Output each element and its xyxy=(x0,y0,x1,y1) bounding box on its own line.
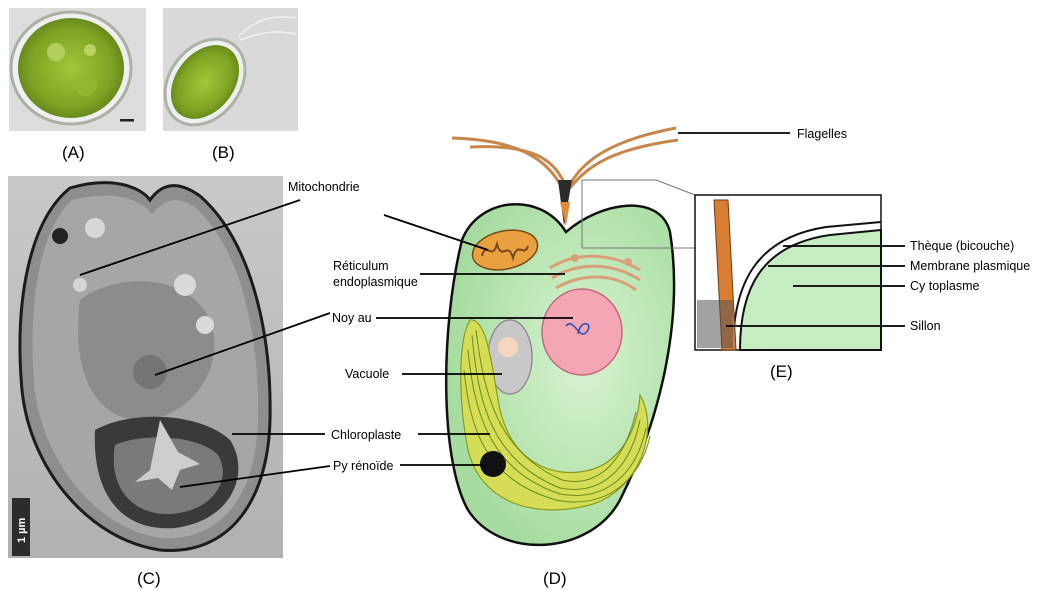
label-reticulum-1: Réticulum xyxy=(333,259,389,273)
nucleus xyxy=(542,289,622,375)
label-vacuole: Vacuole xyxy=(345,367,389,381)
label-chloroplaste: Chloroplaste xyxy=(331,428,401,442)
panel-label-e: (E) xyxy=(770,362,793,381)
micrograph-c: 1 µm xyxy=(8,176,283,558)
vesicle xyxy=(73,278,87,292)
label-pyrenoide: Py rénoïde xyxy=(333,459,394,473)
cell-diagram-d xyxy=(446,128,695,545)
flagellum xyxy=(470,147,566,188)
er-vesicle xyxy=(624,258,632,266)
vacuole-inclusion xyxy=(498,337,518,357)
photo-a-scale-bar xyxy=(120,119,134,122)
vesicle xyxy=(196,316,214,334)
granule xyxy=(84,44,96,56)
photo-b xyxy=(148,8,298,141)
dark-granule xyxy=(52,228,68,244)
label-sillon: Sillon xyxy=(910,319,941,333)
panel-label-a: (A) xyxy=(62,143,85,162)
vesicle xyxy=(174,274,196,296)
vesicle xyxy=(85,218,105,238)
label-membrane: Membrane plasmique xyxy=(910,259,1030,273)
zoom-sillon-material xyxy=(697,300,733,348)
flagellum xyxy=(452,138,562,188)
photo-a xyxy=(9,8,146,131)
basal-body-core xyxy=(560,202,570,226)
zoom-connector xyxy=(656,180,695,195)
label-cytoplasme: Cy toplasme xyxy=(910,279,980,293)
pyrenoid xyxy=(480,451,506,477)
label-mitochondrie: Mitochondrie xyxy=(288,180,360,194)
granule xyxy=(47,43,65,61)
cell-body xyxy=(18,18,124,118)
panel-label-b: (B) xyxy=(212,143,235,162)
er-vesicle xyxy=(571,254,579,262)
label-reticulum-2: endoplasmique xyxy=(333,275,418,289)
flagellum xyxy=(568,128,676,188)
scale-bar-label: 1 µm xyxy=(16,517,28,543)
label-theque: Thèque (bicouche) xyxy=(910,239,1014,253)
label-flagelles: Flagelles xyxy=(797,127,847,141)
panel-label-d: (D) xyxy=(543,569,567,588)
panel-label-c: (C) xyxy=(137,569,161,588)
granule xyxy=(75,74,97,96)
label-noyau: Noy au xyxy=(332,311,372,325)
